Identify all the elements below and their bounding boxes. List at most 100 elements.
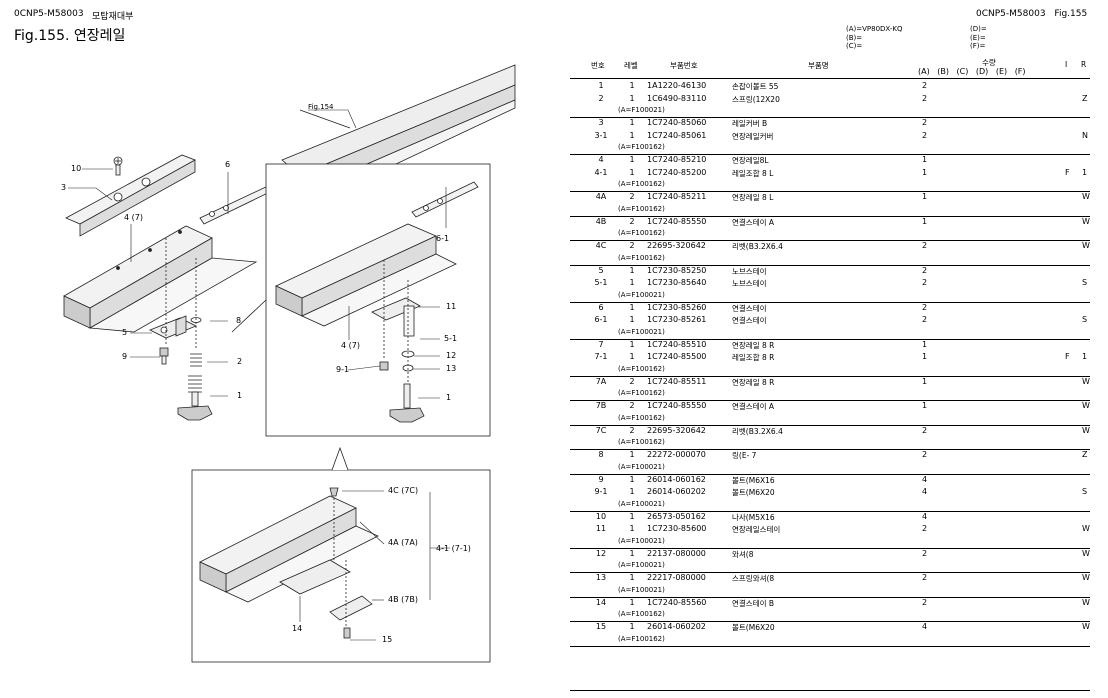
- cell-pn: 1C7230-85600: [647, 524, 707, 533]
- cell-pn: 1C7240-85550: [647, 401, 707, 410]
- callout-4-7: 4 (7): [124, 213, 143, 222]
- cell-pn: 1C7240-85550: [647, 216, 707, 226]
- cell-name: 볼트(M6X20: [732, 623, 775, 632]
- cell-qty: 1: [922, 192, 928, 201]
- effectivity-note: (A=F100162): [618, 389, 665, 397]
- effectivity-note: (A=F100021): [618, 499, 665, 508]
- cell-qty: 1: [922, 155, 928, 164]
- cell-i: F: [1065, 352, 1070, 361]
- cell-pn: 1C7240-85060: [647, 118, 707, 127]
- effectivity-note: (A=F100162): [618, 413, 665, 422]
- exploded-diagram: [63, 64, 516, 663]
- row-divider: [570, 264, 1090, 266]
- cell-qty: 2: [922, 241, 928, 250]
- cell-r: W: [1082, 401, 1090, 410]
- cell-r: W: [1082, 548, 1090, 558]
- cell-lv: 1: [629, 315, 635, 324]
- cell-no: 10: [595, 511, 607, 521]
- cell-name: 연결스테이: [732, 303, 767, 313]
- callout-8: 8: [236, 316, 242, 325]
- cell-no: 14: [595, 597, 607, 607]
- cell-qty: 2: [922, 265, 928, 275]
- effectivity-note: (A=F100021): [618, 462, 665, 471]
- cell-qty: 1: [922, 376, 928, 386]
- cell-lv: 1: [629, 597, 635, 607]
- cell-lv: 2: [629, 401, 635, 410]
- callout-14: 14: [292, 624, 303, 633]
- col-header-level: 레벨: [624, 61, 638, 70]
- row-divider: [570, 449, 1090, 450]
- effectivity-note: (A=F100162): [618, 634, 665, 643]
- cell-pn: 1C7240-85510: [647, 339, 707, 349]
- cell-lv: 1: [629, 118, 635, 127]
- cell-qty: 1: [922, 216, 928, 226]
- cell-r: Z: [1082, 450, 1088, 459]
- cell-no: 7A: [595, 376, 607, 386]
- row-divider: [570, 645, 1090, 647]
- rail-assembly-detail: [199, 487, 379, 639]
- callout-1-detail: 1: [446, 393, 452, 402]
- model-c: (C)=: [846, 42, 863, 50]
- cell-name: 연결스테이 A: [732, 402, 775, 411]
- cell-qty: 1: [922, 339, 928, 349]
- cell-no: 4: [598, 155, 604, 164]
- cell-name: 연장레일커버: [732, 131, 774, 141]
- effectivity-note: (A=F100162): [618, 229, 665, 237]
- row-divider: [570, 240, 1090, 241]
- cell-lv: 1: [629, 302, 635, 312]
- cell-qty: 4: [922, 511, 928, 521]
- cell-name: 연장레일 8 R: [732, 340, 775, 350]
- cell-pn: 26014-060202: [647, 622, 706, 631]
- cell-no: 8: [598, 450, 604, 459]
- cell-r: W: [1082, 622, 1090, 631]
- callout-fig154: Fig.154: [308, 103, 334, 111]
- cell-qty: 1: [922, 167, 928, 177]
- cell-qty: 4: [922, 487, 928, 496]
- cell-pn: 26573-050162: [647, 511, 706, 521]
- cell-pn: 1C7240-85500: [647, 352, 707, 361]
- cell-r: W: [1082, 597, 1090, 607]
- model-b: (B)=: [846, 33, 863, 42]
- row-divider: [570, 621, 1090, 622]
- cell-lv: 2: [629, 216, 635, 226]
- callout-5: 5: [122, 328, 128, 337]
- cell-no: 7B: [595, 401, 607, 410]
- cell-qty: 1: [922, 401, 928, 410]
- cell-no: 4A: [595, 192, 607, 201]
- cell-r: W: [1082, 425, 1090, 435]
- row-divider: [570, 375, 1090, 377]
- cell-r: S: [1082, 487, 1088, 496]
- effectivity-note: (A=F100021): [618, 290, 665, 299]
- cell-no: 9-1: [594, 487, 608, 496]
- effectivity-note: (A=F100162): [618, 610, 665, 618]
- callout-1: 1: [237, 391, 243, 400]
- cell-qty: 2: [922, 118, 928, 127]
- cell-r: W: [1082, 573, 1090, 582]
- cell-pn: 1C7240-85211: [647, 192, 707, 201]
- row-divider: [570, 154, 1090, 155]
- effectivity-note: (A=F100162): [618, 438, 665, 446]
- cell-name: 스프링와셔(8: [732, 574, 775, 583]
- model-a: (A)=VP80DX-KQ: [846, 25, 903, 33]
- cell-r: W: [1082, 241, 1090, 250]
- cell-name: 연결스테이: [732, 316, 767, 325]
- row-divider: [570, 547, 1090, 549]
- cell-lv: 1: [629, 511, 635, 521]
- cell-no: 7C: [595, 425, 607, 435]
- effectivity-note: (A=F100021): [618, 585, 665, 594]
- cell-pn: 1C7240-85210: [647, 155, 707, 164]
- col-header-qty-models: (A) (B) (C) (D) (E) (F): [918, 67, 1026, 76]
- cell-name: 레일조합 8 R: [732, 353, 775, 362]
- cell-r: W: [1082, 192, 1090, 201]
- cell-name: 레일조합 8 L: [732, 168, 774, 178]
